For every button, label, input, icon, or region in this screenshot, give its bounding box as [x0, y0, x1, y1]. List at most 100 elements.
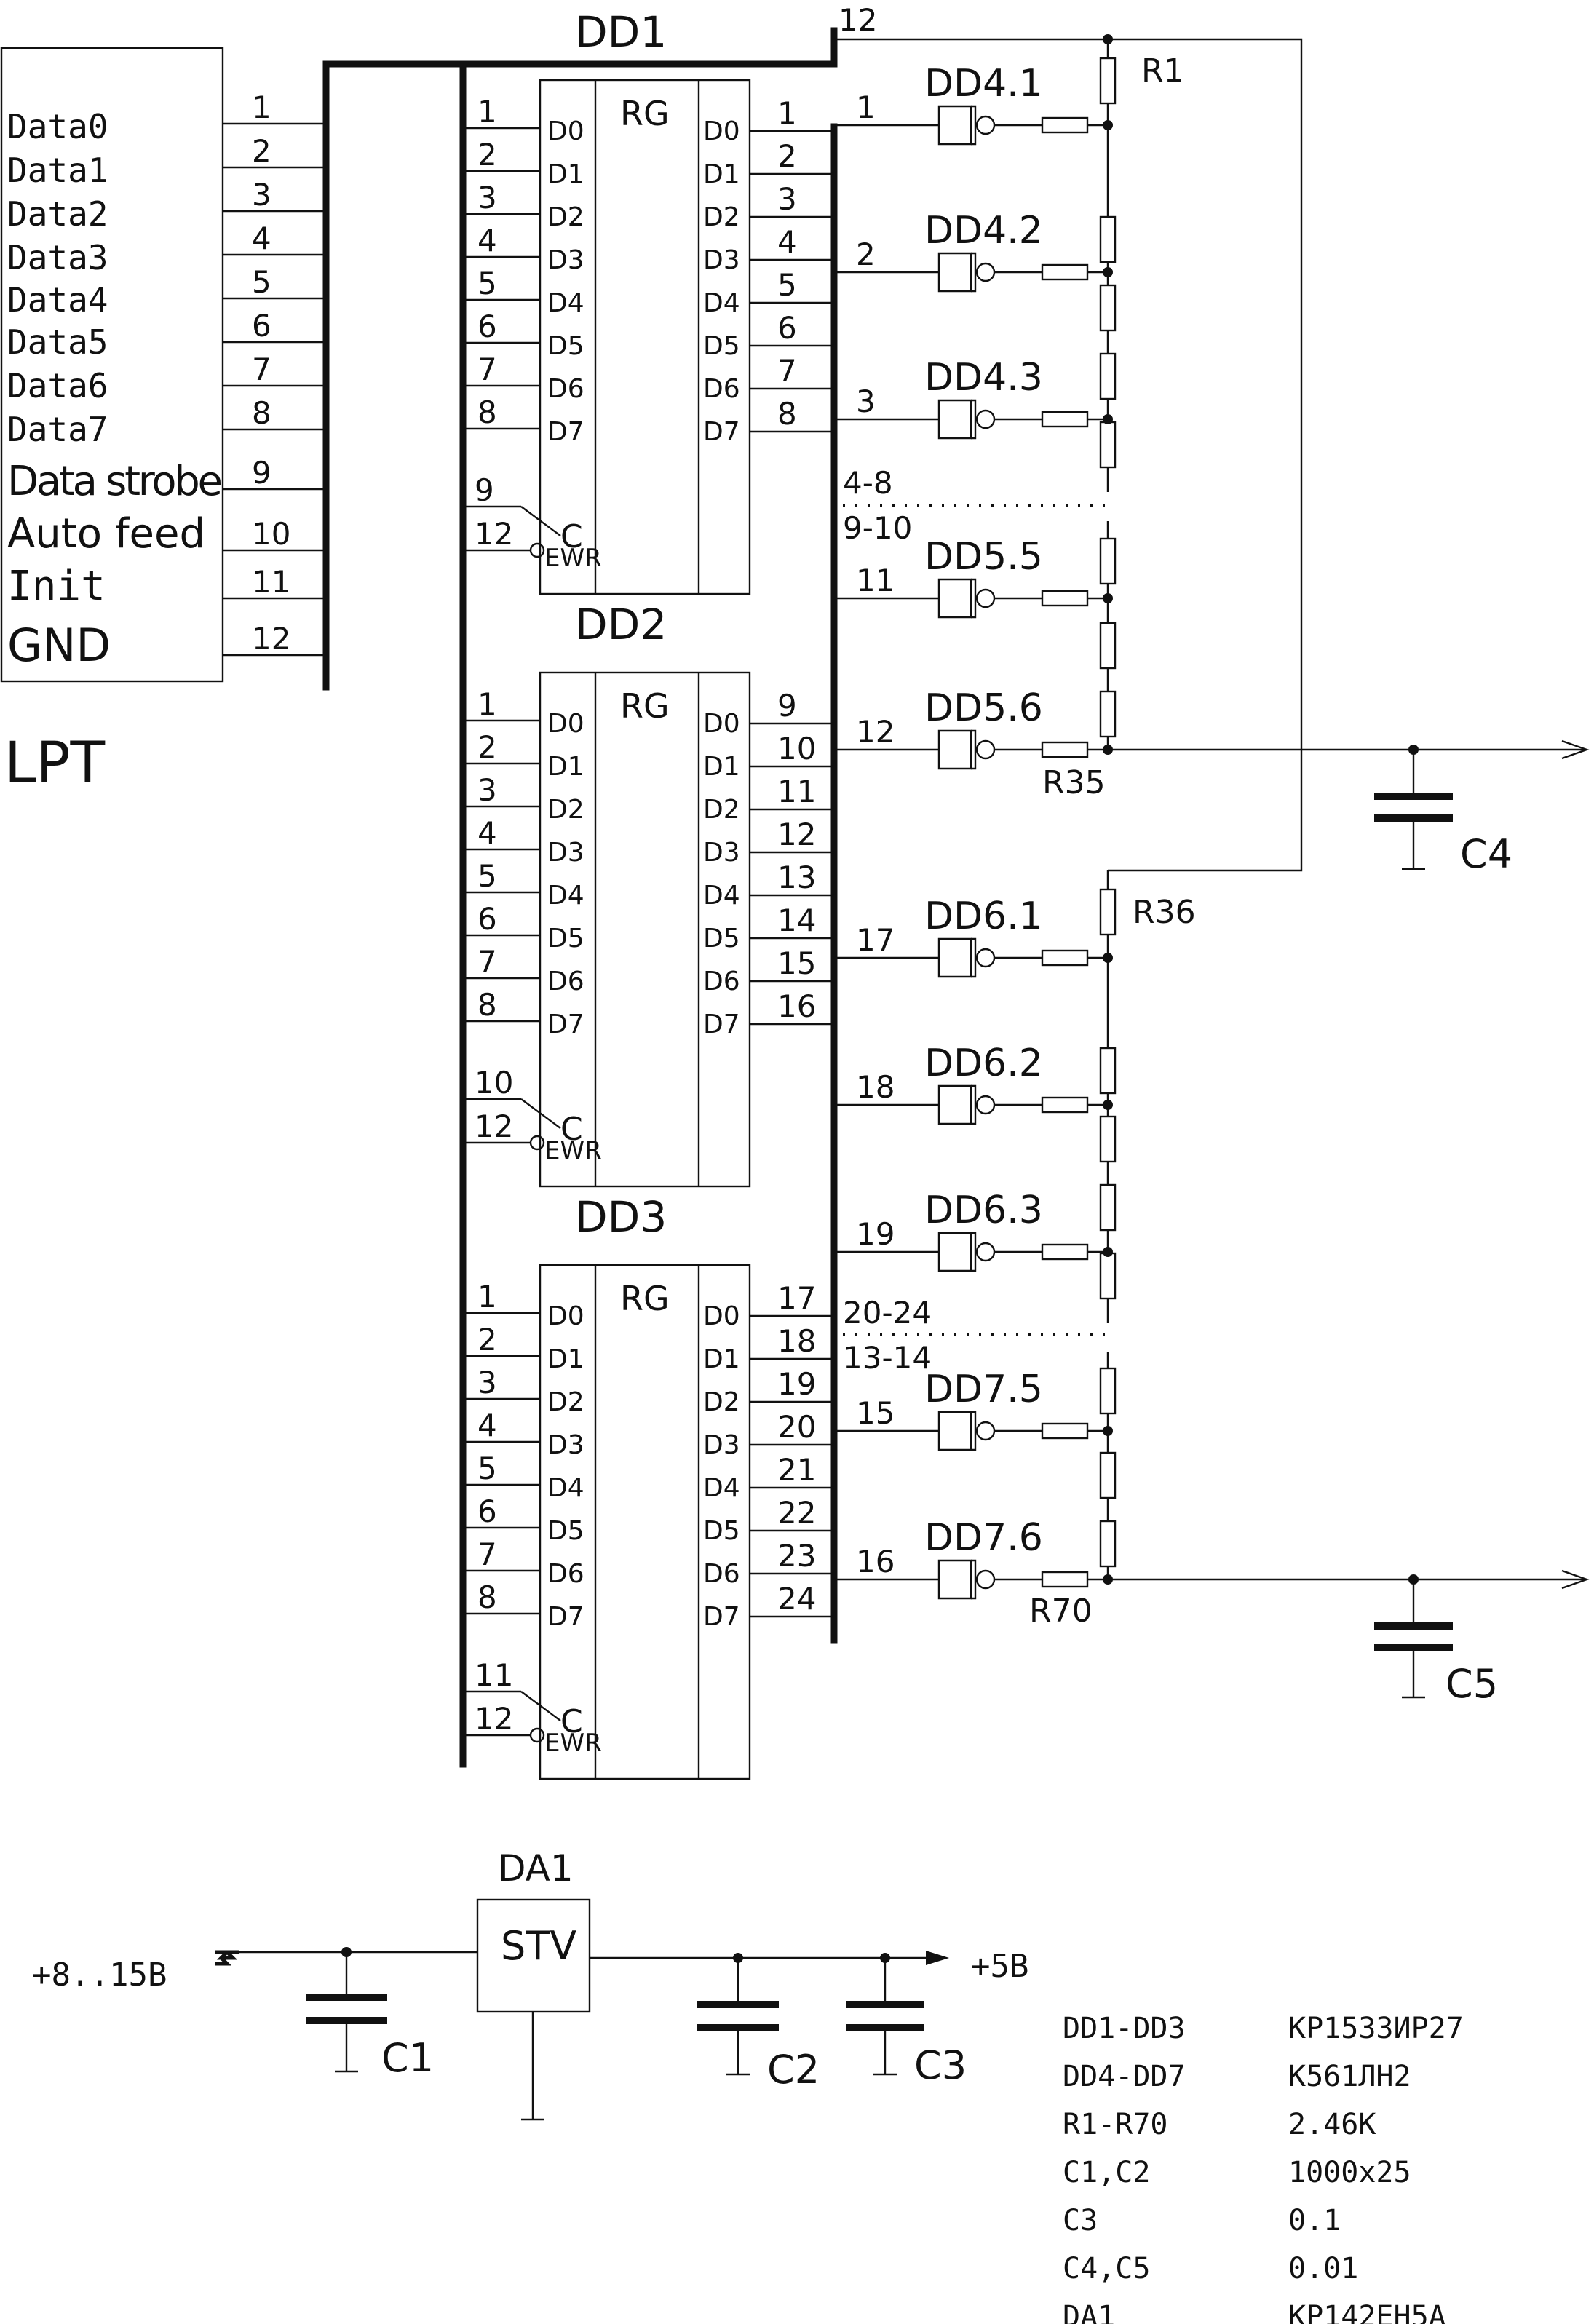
ladder-junction	[1103, 267, 1113, 277]
power-supply: +8..15В C1 DA1 STV +5В C2 C3	[32, 1847, 1028, 2121]
capacitor-label-c2: C2	[767, 2047, 820, 2093]
register-output-pin: 10	[777, 731, 816, 766]
inverter-body-edge	[971, 1411, 977, 1451]
register-output-label: D7	[703, 417, 740, 447]
lpt-signal-label: Data0	[7, 107, 108, 146]
register-output-pin: 2	[777, 138, 797, 174]
inverter-body-edge	[971, 105, 977, 146]
register-input-pin: 6	[477, 901, 497, 937]
supply-output-label: +5В	[971, 1948, 1028, 1985]
register-input-pin: 4	[477, 223, 497, 258]
register-enable-pin: 12	[475, 1109, 513, 1144]
output-arrow-2	[1561, 1569, 1590, 1590]
regulator-body	[476, 1898, 591, 2013]
inverter-body-edge	[971, 937, 977, 978]
register-output-pin: 16	[777, 988, 816, 1024]
resistor-vertical	[1099, 622, 1117, 670]
register-output-pin: 15	[777, 945, 816, 981]
register-output-label: D2	[703, 202, 740, 232]
register-clock-label: C	[560, 1111, 583, 1148]
register-input-pin: 2	[477, 1322, 497, 1357]
resistor-label-r70: R70	[1029, 1593, 1093, 1630]
output-arrow-icon	[926, 1951, 949, 1965]
resistor-horizontal	[1041, 1422, 1089, 1440]
inverter-input-pin: 1	[856, 90, 876, 125]
resistor-horizontal	[1041, 1571, 1089, 1588]
resistor-vertical	[1099, 1367, 1117, 1415]
register-output-pin: 19	[777, 1366, 816, 1402]
register-input-label: D3	[547, 1430, 584, 1460]
register-output-pin: 3	[777, 181, 797, 217]
register-body	[539, 671, 751, 1188]
inverter-output-bubble-icon	[975, 1242, 996, 1262]
inverter-body	[937, 1232, 972, 1272]
register-output-label: D4	[703, 1473, 740, 1503]
ladder-junction	[1103, 120, 1113, 130]
register-type-label: RG	[620, 1279, 670, 1318]
register-output-label: D3	[703, 245, 740, 275]
register-input-label: D0	[547, 1301, 584, 1331]
ladder-feed-line	[834, 38, 1303, 872]
register-output-label: D0	[703, 116, 740, 146]
register-clock-pin: 11	[475, 1657, 513, 1693]
register-input-pin: 7	[477, 1536, 497, 1572]
register-input-pin: 5	[477, 1451, 497, 1486]
inverter-name: DD4.1	[924, 62, 1043, 106]
lpt-pin-number: 1	[252, 90, 271, 125]
ladder-junction	[1103, 953, 1113, 963]
register-input-pin: 1	[477, 1279, 497, 1314]
register-output-pin: 20	[777, 1409, 816, 1445]
resistor-horizontal	[1041, 411, 1089, 428]
register-output-label: D5	[703, 1516, 740, 1546]
range-label-20-24: 20-24	[843, 1295, 932, 1330]
resistor-vertical	[1099, 1252, 1117, 1300]
register-input-label: D0	[547, 116, 584, 146]
input-connector-icon	[215, 1950, 239, 1966]
resistor-vertical	[1099, 1183, 1117, 1232]
resistor-label-r36: R36	[1133, 894, 1196, 931]
capacitor-label-c5: C5	[1446, 1661, 1498, 1707]
inverter-output-bubble-icon	[975, 739, 996, 760]
ladder-feed-junction	[1103, 34, 1113, 44]
register-name: DD1	[575, 7, 667, 57]
register-clock-wire	[520, 1098, 561, 1129]
capacitor-label-c1: C1	[381, 2035, 434, 2081]
parts-list-ref: C4,C5	[1063, 2252, 1150, 2285]
register-input-label: D0	[547, 709, 584, 739]
resistor-vertical	[1099, 215, 1117, 263]
register-input-pin: 3	[477, 1365, 497, 1400]
range-label-13-14: 13-14	[843, 1340, 932, 1376]
register-input-label: D4	[547, 881, 584, 911]
register-output-pin: 4	[777, 224, 797, 260]
register-output-pin: 24	[777, 1581, 816, 1617]
register-input-pin: 4	[477, 815, 497, 851]
register-output-label: D1	[703, 752, 740, 782]
register-input-pin: 5	[477, 858, 497, 894]
resistor-vertical	[1099, 352, 1117, 400]
inverter-output-bubble-icon	[975, 409, 996, 429]
register-output-pin: 18	[777, 1323, 816, 1359]
regulator-name: DA1	[498, 1847, 574, 1889]
range-markers: 4-8 9-10 20-24 13-14	[843, 465, 1106, 1376]
capacitor-label-c3: C3	[914, 2042, 967, 2088]
resistor-horizontal	[1041, 116, 1089, 134]
register-input-pin: 7	[477, 944, 497, 980]
register-output-label: D4	[703, 288, 740, 318]
register-input-label: D1	[547, 159, 584, 189]
inverter-body	[937, 252, 972, 293]
register-input-pin: 6	[477, 309, 497, 344]
lpt-pin-number: 11	[252, 564, 290, 600]
parts-list-value: 1000x25	[1288, 2156, 1411, 2189]
register-output-label: D4	[703, 881, 740, 911]
lpt-signal-label: Init	[7, 563, 106, 610]
register-input-pin: 5	[477, 266, 497, 301]
inverter-output-bubble-icon	[975, 115, 996, 135]
register-output-pin: 23	[777, 1538, 816, 1574]
register-input-pin: 4	[477, 1408, 497, 1443]
lpt-pin-number: 3	[252, 177, 271, 213]
lpt-pin-number: 8	[252, 395, 271, 431]
register-input-label: D3	[547, 838, 584, 868]
register-output-pin: 22	[777, 1495, 816, 1531]
output-stage: DD4.11DD4.22DD4.33DD5.511DD5.612DD6.117D…	[834, 39, 1117, 1600]
register-clock-wire	[520, 1691, 561, 1721]
